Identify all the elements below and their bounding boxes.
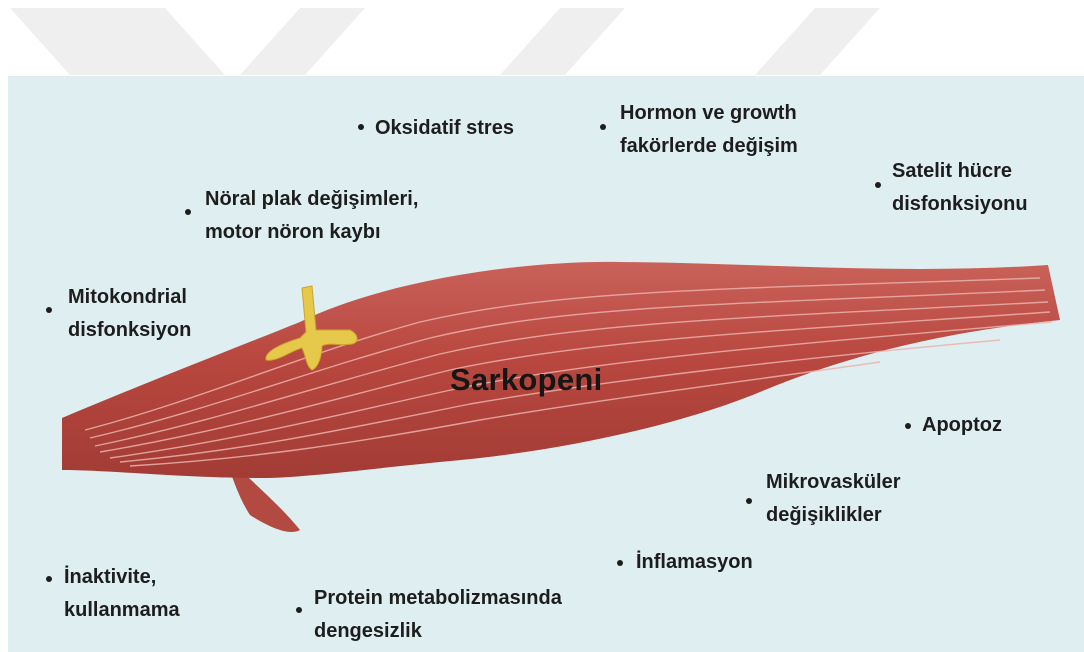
factor-satellite-cell: Satelit hücre disfonksiyonu — [892, 155, 1028, 221]
factor-oxidative-stress: Oksidatif stres — [375, 112, 514, 145]
bullet-dot — [46, 307, 52, 313]
factor-line: Oksidatif stres — [375, 112, 514, 145]
factor-mitochondrial: Mitokondrial disfonksiyon — [68, 281, 191, 347]
bullet-dot — [46, 576, 52, 582]
bullet-dot — [875, 182, 881, 188]
center-label: Sarkopeni — [450, 362, 603, 398]
bullet-dot — [746, 498, 752, 504]
factor-line: Mikrovasküler — [766, 466, 901, 499]
factor-line: disfonksiyon — [68, 314, 191, 347]
factor-microvascular: Mikrovasküler değişiklikler — [766, 466, 901, 532]
factor-line: değişiklikler — [766, 499, 901, 532]
factor-line: motor nöron kaybı — [205, 216, 418, 249]
factor-protein-metabolism: Protein metabolizmasında dengesizlik — [314, 582, 562, 648]
factor-line: Protein metabolizmasında — [314, 582, 562, 615]
factor-line: Nöral plak değişimleri, — [205, 183, 418, 216]
factor-line: İnflamasyon — [636, 546, 753, 579]
factor-line: Apoptoz — [922, 409, 1002, 442]
factor-line: Mitokondrial — [68, 281, 191, 314]
factor-line: dengesizlik — [314, 615, 562, 648]
bullet-dot — [600, 124, 606, 130]
bullet-dot — [358, 124, 364, 130]
factor-line: kullanmama — [64, 594, 180, 627]
factor-line: Hormon ve growth — [620, 97, 798, 130]
bullet-dot — [905, 423, 911, 429]
factor-hormone-growth: Hormon ve growth fakörlerde değişim — [620, 97, 798, 163]
factor-inflammation: İnflamasyon — [636, 546, 753, 579]
factor-line: fakörlerde değişim — [620, 130, 798, 163]
factor-neural-plate: Nöral plak değişimleri, motor nöron kayb… — [205, 183, 418, 249]
bullet-dot — [185, 209, 191, 215]
bullet-dot — [296, 607, 302, 613]
factor-line: İnaktivite, — [64, 561, 180, 594]
factor-apoptosis: Apoptoz — [922, 409, 1002, 442]
factor-inactivity: İnaktivite, kullanmama — [64, 561, 180, 627]
factor-line: disfonksiyonu — [892, 188, 1028, 221]
factor-line: Satelit hücre — [892, 155, 1028, 188]
bullet-dot — [617, 560, 623, 566]
